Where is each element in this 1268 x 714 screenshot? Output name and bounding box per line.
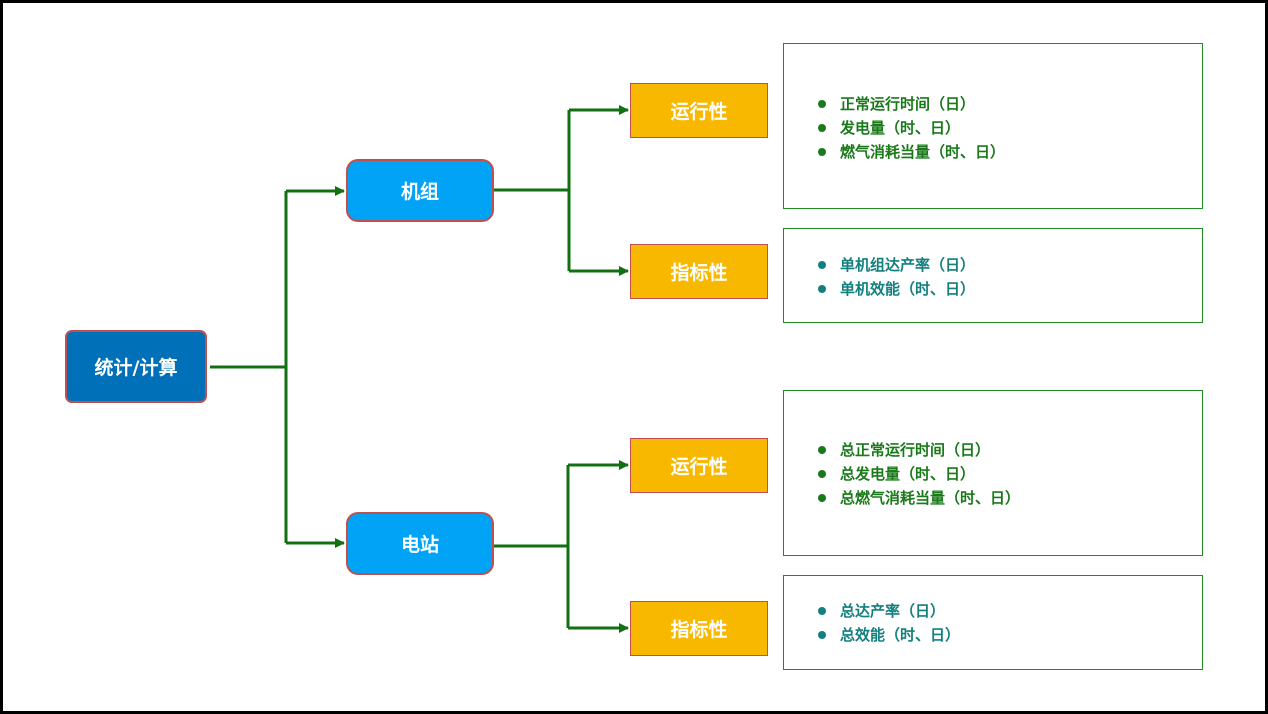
root-node-label: 统计/计算 <box>94 357 178 379</box>
bullet-icon <box>818 261 826 269</box>
list-item: 总达产率（日） <box>818 599 960 623</box>
detail-list: 正常运行时间（日） 发电量（时、日） 燃气消耗当量（时、日） <box>818 92 1005 164</box>
list-item-text: 单机组达产率（日） <box>840 256 976 274</box>
bullet-icon <box>818 124 826 132</box>
branch-node-jizu: 机组 <box>346 159 494 222</box>
list-item: 正常运行时间（日） <box>818 92 1005 116</box>
list-item: 发电量（时、日） <box>818 116 1005 140</box>
list-item-text: 总正常运行时间（日） <box>840 441 991 459</box>
list-item-text: 总效能（时、日） <box>840 626 961 644</box>
root-node: 统计/计算 <box>65 330 207 403</box>
bullet-icon <box>818 631 826 639</box>
detail-list: 总达产率（日） 总效能（时、日） <box>818 599 960 647</box>
bullet-icon <box>818 100 826 108</box>
bullet-icon <box>818 607 826 615</box>
list-item: 单机组达产率（日） <box>818 253 975 277</box>
list-item-text: 单机效能（时、日） <box>840 280 976 298</box>
category-node-label: 运行性 <box>670 101 728 123</box>
list-item-text: 总达产率（日） <box>840 602 946 620</box>
bullet-icon <box>818 148 826 156</box>
category-node-jizu-zhibiao: 指标性 <box>630 244 768 299</box>
detail-list: 单机组达产率（日） 单机效能（时、日） <box>818 253 975 301</box>
detail-box-jizu-yunxing: 正常运行时间（日） 发电量（时、日） 燃气消耗当量（时、日） <box>783 43 1203 209</box>
category-node-label: 运行性 <box>670 456 728 478</box>
category-node-jizu-yunxing: 运行性 <box>630 83 768 138</box>
list-item: 单机效能（时、日） <box>818 277 975 301</box>
list-item-text: 正常运行时间（日） <box>840 95 976 113</box>
detail-box-jizu-zhibiao: 单机组达产率（日） 单机效能（时、日） <box>783 228 1203 323</box>
list-item-text: 发电量（时、日） <box>840 119 961 137</box>
list-item-text: 总燃气消耗当量（时、日） <box>840 489 1021 507</box>
list-item: 燃气消耗当量（时、日） <box>818 140 1005 164</box>
list-item: 总正常运行时间（日） <box>818 438 1020 462</box>
branch-node-dianzhan: 电站 <box>346 512 494 575</box>
detail-box-dianzhan-zhibiao: 总达产率（日） 总效能（时、日） <box>783 575 1203 670</box>
bullet-icon <box>818 470 826 478</box>
category-node-dianzhan-zhibiao: 指标性 <box>630 601 768 656</box>
list-item: 总效能（时、日） <box>818 623 960 647</box>
list-item-text: 总发电量（时、日） <box>840 465 976 483</box>
category-node-dianzhan-yunxing: 运行性 <box>630 438 768 493</box>
category-node-label: 指标性 <box>670 262 728 284</box>
bullet-icon <box>818 494 826 502</box>
detail-box-dianzhan-yunxing: 总正常运行时间（日） 总发电量（时、日） 总燃气消耗当量（时、日） <box>783 390 1203 556</box>
branch-node-label: 机组 <box>400 181 439 203</box>
category-node-label: 指标性 <box>670 619 728 641</box>
branch-node-label: 电站 <box>400 534 439 556</box>
bullet-icon <box>818 446 826 454</box>
bullet-icon <box>818 285 826 293</box>
list-item-text: 燃气消耗当量（时、日） <box>840 143 1006 161</box>
list-item: 总燃气消耗当量（时、日） <box>818 486 1020 510</box>
list-item: 总发电量（时、日） <box>818 462 1020 486</box>
detail-list: 总正常运行时间（日） 总发电量（时、日） 总燃气消耗当量（时、日） <box>818 438 1020 510</box>
